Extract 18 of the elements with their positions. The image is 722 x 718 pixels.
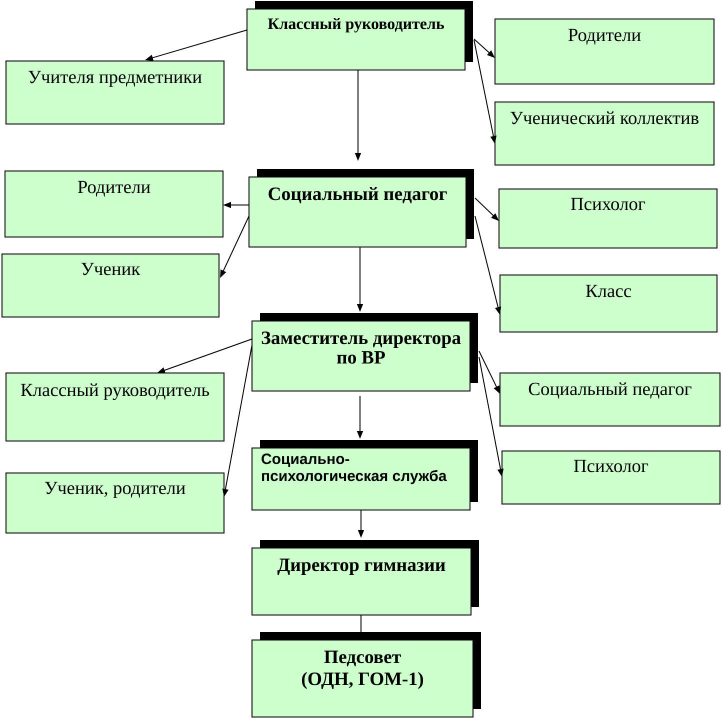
- role-box: Родители: [4, 170, 224, 238]
- connector-line: [360, 614, 362, 632]
- role-box: Психолог: [498, 188, 718, 248]
- role-box: Классный руководитель: [6, 372, 224, 442]
- role-box: Заместитель директора по ВР: [252, 313, 478, 392]
- role-box: Социальный педагог: [500, 372, 720, 426]
- role-box: Социальный педагог: [248, 169, 474, 248]
- role-box: Директор гимназии: [252, 540, 479, 616]
- role-box: Социально-психологическая служба: [252, 440, 478, 510]
- role-box: Педсовет (ОДН, ГОМ-1): [252, 632, 481, 718]
- role-box: Ученик: [2, 254, 220, 318]
- role-box: Психолог: [502, 450, 720, 504]
- role-box: Ученический коллектив: [494, 102, 714, 166]
- role-box: Ученик, родители: [6, 472, 224, 534]
- role-box: Учителя предметники: [6, 60, 224, 124]
- role-box: Родители: [494, 18, 714, 84]
- role-box: Классный руководитель: [246, 1, 473, 70]
- role-box: Класс: [500, 274, 718, 332]
